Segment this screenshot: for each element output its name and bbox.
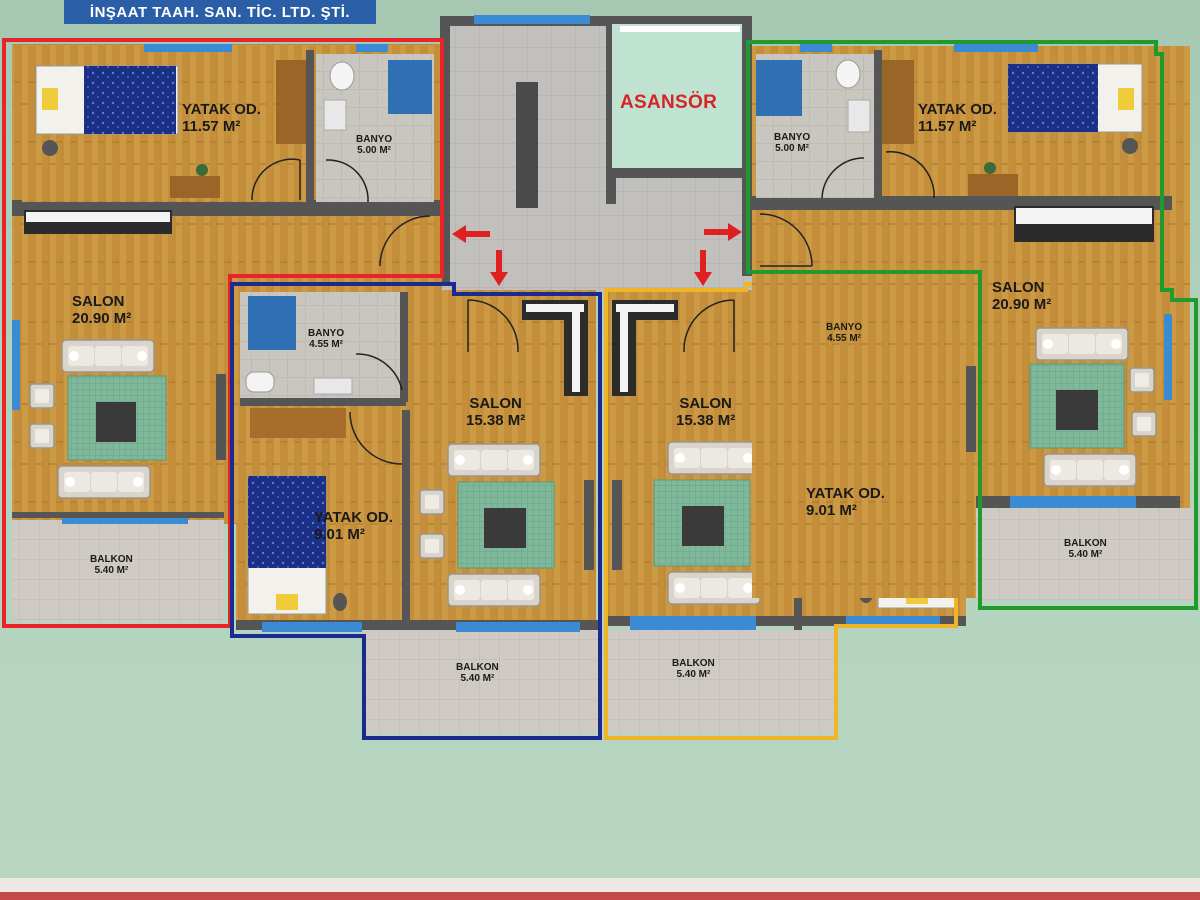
yellow-bedroom-label: YATAK OD. 9.01 M² bbox=[806, 485, 885, 520]
red-living-label: SALON 20.90 M² bbox=[72, 293, 132, 328]
unit-blue bbox=[230, 282, 602, 740]
company-banner: İNŞAAT TAAH. SAN. TİC. LTD. ŞTİ. bbox=[64, 0, 376, 24]
room-area: 20.90 M² bbox=[72, 309, 132, 327]
room-name: BALKON bbox=[456, 662, 499, 673]
table-edge bbox=[0, 892, 1200, 900]
blue-living-label: SALON 15.38 M² bbox=[466, 395, 526, 430]
room-area: 11.57 M² bbox=[918, 117, 977, 135]
blue-bedroom-label: YATAK OD. 9.01 M² bbox=[314, 509, 393, 544]
green-bedroom-label: YATAK OD. 11.57 M² bbox=[918, 101, 997, 136]
room-area: 4.55 M² bbox=[309, 339, 344, 351]
red-bathroom-label: BANYO 5.00 M² bbox=[356, 134, 392, 156]
room-name: BALKON bbox=[1064, 538, 1107, 549]
room-name: SALON bbox=[72, 293, 125, 310]
room-name: YATAK OD. bbox=[182, 101, 261, 118]
yellow-bathroom-label: BANYO 4.55 M² bbox=[826, 322, 862, 344]
elevator-label: ASANSÖR bbox=[620, 92, 718, 113]
arrow-down-icon bbox=[694, 250, 712, 286]
room-area: 4.55 M² bbox=[827, 333, 862, 345]
room-area: 5.40 M² bbox=[676, 669, 711, 681]
room-name: BALKON bbox=[90, 554, 133, 565]
green-balcony-label: BALKON 5.40 M² bbox=[1064, 538, 1107, 560]
room-area: 5.40 M² bbox=[94, 565, 129, 577]
room-name: BANYO bbox=[826, 322, 863, 333]
stair-core bbox=[516, 82, 538, 208]
room-area: 15.38 M² bbox=[466, 411, 526, 429]
room-name: BALKON bbox=[672, 658, 715, 669]
arrow-down-icon bbox=[490, 250, 508, 286]
blue-bathroom-label: BANYO 4.55 M² bbox=[308, 328, 344, 350]
room-area: 20.90 M² bbox=[992, 295, 1052, 313]
unit-green bbox=[746, 40, 1198, 610]
arrow-right-icon bbox=[704, 223, 742, 241]
room-name: YATAK OD. bbox=[918, 101, 997, 118]
room-name: SALON bbox=[992, 279, 1045, 296]
room-name: YATAK OD. bbox=[314, 509, 393, 526]
yellow-living-label: SALON 15.38 M² bbox=[676, 395, 736, 430]
room-area: 5.40 M² bbox=[1068, 549, 1103, 561]
room-name: BANYO bbox=[308, 328, 345, 339]
room-area: 5.00 M² bbox=[775, 143, 810, 155]
room-name: BANYO bbox=[356, 134, 393, 145]
stair-hall bbox=[440, 15, 752, 296]
room-area: 9.01 M² bbox=[806, 501, 857, 519]
room-name: BANYO bbox=[774, 132, 811, 143]
room-area: 15.38 M² bbox=[676, 411, 736, 429]
elevator-shaft bbox=[612, 24, 742, 174]
room-area: 5.40 M² bbox=[460, 673, 495, 685]
room-area: 11.57 M² bbox=[182, 117, 241, 135]
red-balcony-label: BALKON 5.40 M² bbox=[90, 554, 133, 576]
red-bedroom-label: YATAK OD. 11.57 M² bbox=[182, 101, 261, 136]
room-name: SALON bbox=[679, 395, 732, 412]
room-area: 5.00 M² bbox=[357, 145, 392, 157]
room-name: YATAK OD. bbox=[806, 485, 885, 502]
room-area: 9.01 M² bbox=[314, 525, 365, 543]
room-name: SALON bbox=[469, 395, 522, 412]
blue-balcony-label: BALKON 5.40 M² bbox=[456, 662, 499, 684]
green-bathroom-label: BANYO 5.00 M² bbox=[774, 132, 810, 154]
yellow-balcony-label: BALKON 5.40 M² bbox=[672, 658, 715, 680]
arrow-left-icon bbox=[452, 225, 490, 243]
green-living-label: SALON 20.90 M² bbox=[992, 279, 1052, 314]
